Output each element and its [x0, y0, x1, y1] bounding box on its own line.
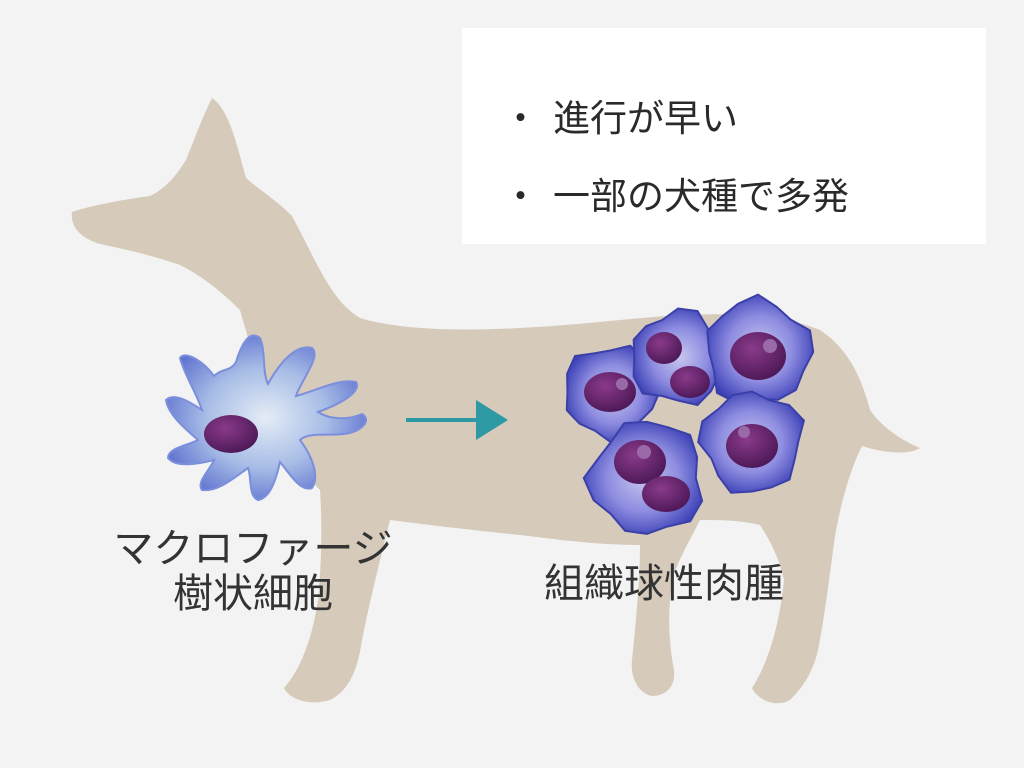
nucleolus [637, 445, 651, 459]
nucleolus [763, 339, 777, 353]
tumor-cell [632, 307, 728, 407]
tumor-nucleus [584, 372, 636, 412]
bullet-marker: ・ [502, 175, 539, 218]
arrow-right-icon [406, 400, 508, 440]
tumor-nucleus [730, 332, 786, 380]
dog-silhouette-icon [71, 98, 920, 704]
tumor-nucleus [614, 440, 666, 484]
tumor-label: 組織球性肉腫 [544, 561, 784, 607]
feature-text: 一部の犬種で多発 [553, 175, 849, 218]
feature-text: 進行が早い [553, 97, 738, 140]
tumor-nucleus [646, 332, 682, 364]
source-cell-label-line1: マクロファージ [113, 526, 393, 572]
source-cell-label-line2: 樹状細胞 [173, 570, 333, 617]
bullet-marker: ・ [502, 97, 539, 140]
feature-item-progression: ・進行が早い [502, 100, 738, 137]
tumor-cell [697, 390, 806, 494]
tumor-nucleus [670, 366, 710, 398]
dendritic-cell-icon [164, 334, 367, 502]
nucleolus [616, 378, 628, 390]
tumor-nucleus [642, 476, 690, 512]
nucleolus [738, 426, 750, 438]
source-cell-label: マクロファージ 樹状細胞 [80, 527, 426, 617]
tumor-cell-cluster-icon [565, 293, 815, 535]
nucleus [204, 415, 258, 453]
tumor-cell [706, 293, 815, 405]
tumor-nucleus [726, 424, 778, 468]
feature-item-breeds: ・一部の犬種で多発 [502, 178, 849, 215]
feature-list: ・進行が早い ・一部の犬種で多発 [462, 28, 986, 244]
tumor-cell [582, 420, 704, 535]
